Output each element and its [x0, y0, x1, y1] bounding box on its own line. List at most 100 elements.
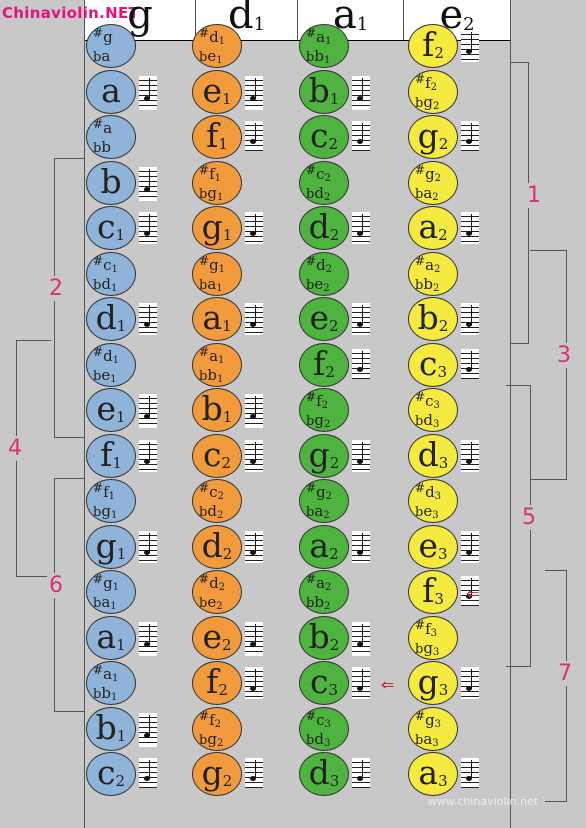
note-label: e3 — [409, 526, 457, 568]
note-e-0: f2 — [408, 24, 458, 68]
note-stem — [255, 760, 256, 779]
staff-snippet — [139, 758, 157, 788]
note-label: b — [87, 162, 135, 204]
sharp-icon: # — [199, 162, 210, 177]
note-d-9: c2 — [192, 433, 242, 478]
note-stem — [362, 760, 363, 779]
flat-icon: b — [199, 596, 208, 611]
watermark: www.chinaviolin.net — [427, 795, 538, 808]
note-head-icon — [357, 95, 363, 101]
note-d-1: e1 — [192, 69, 242, 114]
note-label-letter: a — [202, 298, 223, 337]
note-stem — [362, 350, 363, 370]
flat-name: ba2 — [415, 183, 439, 206]
flat-name-octave: 1 — [216, 191, 224, 203]
note-label-letter: a — [96, 616, 117, 656]
column-divider — [84, 0, 85, 828]
note-label: c3 — [409, 344, 457, 386]
note-label-octave: 1 — [115, 408, 126, 426]
flat-icon: b — [199, 505, 208, 520]
sharp-name-letter: d — [209, 574, 219, 592]
staff-snippet — [139, 212, 157, 244]
flat-name: bb2 — [415, 274, 439, 297]
note-stem — [255, 532, 256, 553]
flat-name-octave: 2 — [323, 510, 330, 521]
note-label: c2 — [87, 753, 135, 795]
note-label-letter: b — [95, 707, 117, 747]
staff-lines — [352, 621, 370, 656]
note-label-letter: b — [417, 298, 439, 337]
flat-name-octave: 2 — [216, 510, 224, 521]
note-e-12: f3 — [408, 570, 458, 614]
note-a-4: d2 — [299, 206, 349, 250]
flat-name-octave: 3 — [432, 646, 440, 658]
staff-lines — [245, 303, 263, 335]
flat-name-octave: 3 — [432, 737, 439, 749]
flat-name-octave: 2 — [432, 100, 440, 112]
string-header-octave: 1 — [253, 14, 266, 35]
sharp-name-letter: d — [103, 346, 113, 365]
flat-name-letter: b — [101, 684, 111, 702]
note-label-octave: 1 — [222, 408, 233, 426]
note-stem — [149, 441, 150, 462]
sharp-name: #g2 — [306, 481, 332, 505]
flat-icon: b — [199, 368, 208, 384]
note-head-icon — [144, 776, 150, 781]
note-label-octave: 2 — [434, 44, 444, 62]
string-header-letter: g — [127, 0, 153, 38]
staff-snippet — [245, 212, 263, 244]
sharp-name-octave: 2 — [430, 81, 437, 93]
note-label-letter: g — [417, 662, 439, 701]
sharp-icon: # — [199, 344, 210, 359]
position-label-2: 2 — [47, 276, 65, 301]
note-label-letter: a — [418, 753, 439, 792]
flat-name-letter: b — [207, 365, 217, 384]
flat-name-letter: d — [314, 183, 324, 202]
staff-lines — [139, 394, 157, 428]
sharp-name-octave: 1 — [218, 263, 226, 275]
note-label: b1 — [193, 389, 241, 431]
flat-icon: b — [306, 414, 315, 429]
note-head-icon — [250, 549, 256, 555]
staff-lines — [461, 667, 479, 699]
note-head-icon — [357, 231, 363, 236]
note-stem — [149, 714, 150, 736]
sharp-icon: # — [415, 481, 426, 495]
staff-lines — [245, 439, 263, 472]
note-label-letter: e — [418, 525, 438, 565]
note-label-octave: 3 — [438, 453, 449, 472]
note-stem — [255, 123, 256, 142]
sharp-name-letter: d — [425, 483, 435, 501]
staff-snippet — [461, 303, 479, 335]
note-head-icon — [357, 322, 363, 327]
sharp-name-letter: d — [209, 28, 219, 46]
flat-name-octave: 1 — [110, 510, 118, 521]
flat-name: ba — [93, 46, 110, 68]
sharp-icon: # — [415, 390, 426, 404]
flat-name-octave: 3 — [323, 737, 331, 749]
note-stem — [149, 214, 150, 234]
note-label-letter: b — [308, 70, 330, 110]
sharp-name: #g3 — [415, 709, 441, 733]
note-stem — [471, 214, 472, 234]
note-head-icon — [144, 732, 150, 738]
sharp-name-octave: 3 — [430, 627, 437, 639]
staff-snippet — [461, 576, 479, 606]
staff-snippet — [461, 30, 479, 62]
sharp-name-octave: 1 — [218, 36, 226, 47]
note-label: f2 — [193, 662, 241, 704]
note-stem — [149, 305, 150, 325]
note-label: f1 — [87, 435, 135, 477]
staff-snippet — [245, 75, 263, 110]
flat-name-octave: 3 — [432, 510, 439, 521]
note-head-icon — [466, 594, 472, 599]
